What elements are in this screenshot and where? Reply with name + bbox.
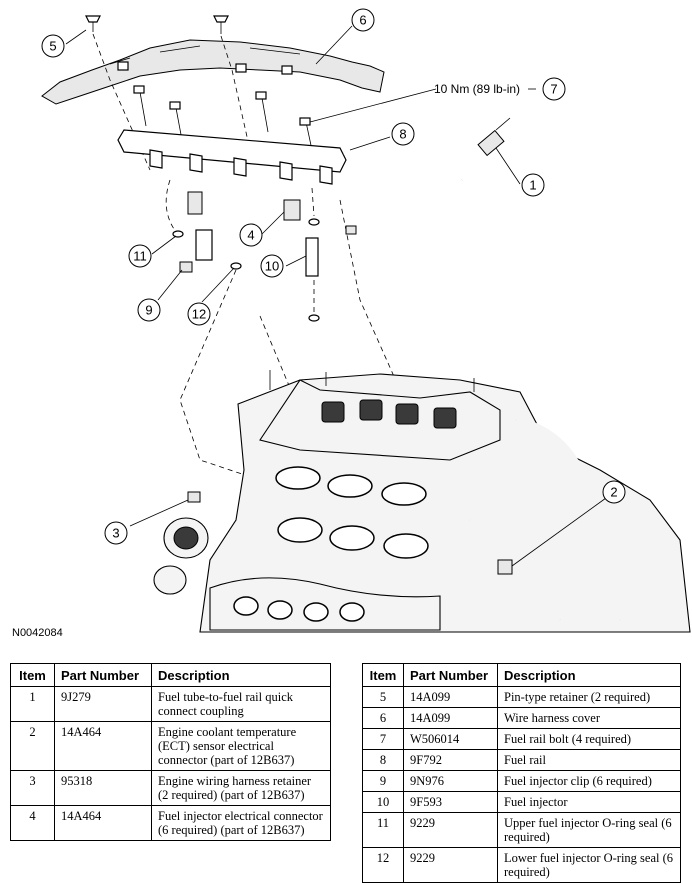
- cell-description: Upper fuel injector O-ring seal (6 requi…: [497, 812, 681, 848]
- exploded-view-diagram: 10 Nm (89 lb-in) 1 2 3 4 5 6 7 8 9 10 11…: [12, 8, 691, 639]
- table-row: 4 14A464 Fuel injector electrical connec…: [10, 805, 331, 841]
- cell-description: Fuel tube-to-fuel rail quick connect cou…: [151, 686, 331, 722]
- cell-part-number: 95318: [54, 770, 152, 806]
- cell-item: 7: [362, 728, 404, 750]
- cell-item: 9: [362, 770, 404, 792]
- table-row: 11 9229 Upper fuel injector O-ring seal …: [362, 812, 681, 848]
- fuel-rail: [117, 129, 464, 209]
- cell-part-number: 9229: [403, 847, 498, 883]
- header-item: Item: [362, 663, 404, 687]
- parts-table-left: Item Part Number Description 1 9J279 Fue…: [10, 663, 331, 841]
- cell-item: 2: [10, 721, 55, 771]
- cell-description: Wire harness cover: [497, 707, 681, 729]
- cell-description: Fuel rail: [497, 749, 681, 771]
- svg-text:3: 3: [112, 526, 119, 541]
- table-header-row: Item Part Number Description: [362, 663, 681, 687]
- table-header-row: Item Part Number Description: [10, 663, 331, 687]
- cell-part-number: 14A464: [54, 805, 152, 841]
- callout-12: 12: [187, 302, 211, 326]
- cell-item: 5: [362, 686, 404, 708]
- figure-code: N0042084: [12, 627, 63, 639]
- svg-text:6: 6: [359, 13, 366, 28]
- cell-part-number: 9229: [403, 812, 498, 848]
- svg-text:9: 9: [145, 303, 152, 318]
- table-row: 7 W506014 Fuel rail bolt (4 required): [362, 728, 681, 750]
- header-description: Description: [497, 663, 681, 687]
- cell-item: 12: [362, 847, 404, 883]
- callout-2: 2: [602, 480, 626, 504]
- svg-text:1: 1: [529, 178, 536, 193]
- callout-6: 6: [351, 8, 375, 32]
- quick-connect-coupling: [477, 117, 511, 157]
- pin-type-retainers: [85, 15, 251, 171]
- callout-1: 1: [521, 173, 545, 197]
- header-description: Description: [151, 663, 331, 687]
- table-row: 8 9F792 Fuel rail: [362, 749, 681, 771]
- wire-harness-cover: [41, 39, 385, 105]
- callout-9: 9: [137, 298, 161, 322]
- cell-part-number: 14A099: [403, 686, 498, 708]
- cell-item: 11: [362, 812, 404, 848]
- cell-part-number: 9J279: [54, 686, 152, 722]
- cell-item: 6: [362, 707, 404, 729]
- callout-5: 5: [41, 34, 65, 58]
- svg-text:4: 4: [247, 228, 254, 243]
- cell-description: Engine coolant temperature (ECT) sensor …: [151, 721, 331, 771]
- cell-description: Fuel injector: [497, 791, 681, 813]
- svg-text:7: 7: [550, 82, 557, 97]
- cell-part-number: W506014: [403, 728, 498, 750]
- parts-table-right: Item Part Number Description 5 14A099 Pi…: [362, 663, 681, 883]
- svg-text:11: 11: [133, 249, 147, 264]
- svg-text:2: 2: [610, 485, 617, 500]
- table-row: 10 9F593 Fuel injector: [362, 791, 681, 813]
- cell-description: Pin-type retainer (2 required): [497, 686, 681, 708]
- callout-7: 7: [542, 77, 566, 101]
- cell-description: Lower fuel injector O-ring seal (6 requi…: [497, 847, 681, 883]
- cell-item: 3: [10, 770, 55, 806]
- svg-text:5: 5: [49, 39, 56, 54]
- callout-leaders: [65, 25, 607, 567]
- cell-description: Fuel rail bolt (4 required): [497, 728, 681, 750]
- table-row: 3 95318 Engine wiring harness retainer (…: [10, 770, 331, 806]
- cell-part-number: 9F792: [403, 749, 498, 771]
- cell-item: 4: [10, 805, 55, 841]
- cell-item: 8: [362, 749, 404, 771]
- cell-description: Fuel injector electrical connector (6 re…: [151, 805, 331, 841]
- cell-description: Fuel injector clip (6 required): [497, 770, 681, 792]
- svg-text:10: 10: [265, 259, 279, 274]
- table-row: 5 14A099 Pin-type retainer (2 required): [362, 686, 681, 708]
- header-item: Item: [10, 663, 55, 687]
- header-part-number: Part Number: [403, 663, 498, 687]
- cell-part-number: 9F593: [403, 791, 498, 813]
- table-row: 9 9N976 Fuel injector clip (6 required): [362, 770, 681, 792]
- fuel-rail-bolts: [133, 85, 313, 151]
- table-row: 6 14A099 Wire harness cover: [362, 707, 681, 729]
- engine-assembly: [153, 370, 691, 633]
- header-part-number: Part Number: [54, 663, 152, 687]
- cell-part-number: 9N976: [403, 770, 498, 792]
- cell-item: 1: [10, 686, 55, 722]
- svg-text:8: 8: [399, 127, 406, 142]
- cell-description: Engine wiring harness retainer (2 requir…: [151, 770, 331, 806]
- callout-8: 8: [391, 122, 415, 146]
- svg-text:12: 12: [192, 307, 206, 322]
- cell-part-number: 14A464: [54, 721, 152, 771]
- callout-10: 10: [260, 254, 284, 278]
- table-row: 2 14A464 Engine coolant temperature (ECT…: [10, 721, 331, 771]
- callout-11: 11: [128, 244, 152, 268]
- table-row: 1 9J279 Fuel tube-to-fuel rail quick con…: [10, 686, 331, 722]
- callout-3: 3: [104, 521, 128, 545]
- table-row: 12 9229 Lower fuel injector O-ring seal …: [362, 847, 681, 883]
- callout-4: 4: [239, 223, 263, 247]
- cell-item: 10: [362, 791, 404, 813]
- cell-part-number: 14A099: [403, 707, 498, 729]
- torque-spec-label: 10 Nm (89 lb-in): [434, 82, 520, 96]
